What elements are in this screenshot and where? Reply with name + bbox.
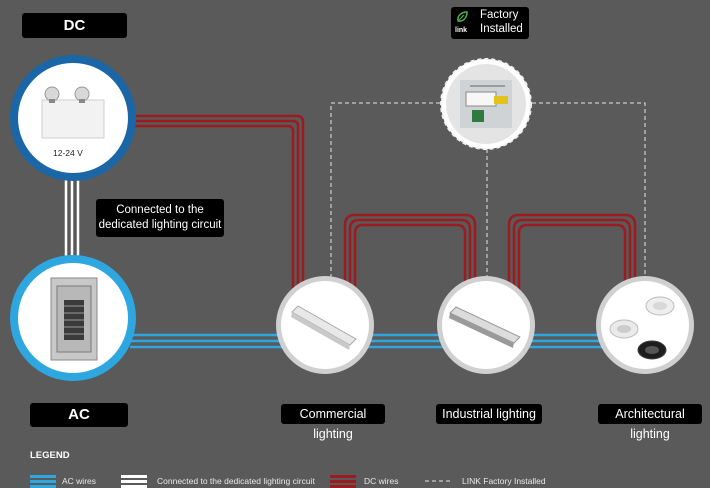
dc-label: DC xyxy=(22,13,127,38)
factory-label-line2: Installed xyxy=(480,23,523,35)
architectural-fixture xyxy=(596,276,694,374)
industrial-fixture xyxy=(437,276,535,374)
ac-wires xyxy=(130,333,620,349)
dedicated-circuit-wires xyxy=(64,180,80,262)
downlight-icon xyxy=(609,296,675,360)
link-dashed-connections xyxy=(330,102,646,290)
legend-dedicated-label: Connected to the dedicated lighting circ… xyxy=(157,476,315,486)
voltage-label: 12-24 V xyxy=(53,148,83,158)
architectural-lighting-label: Architectural lighting xyxy=(598,404,702,441)
industrial-fixture-icon xyxy=(449,306,521,348)
factory-label-line1: Factory xyxy=(480,9,519,21)
driver-module-icon xyxy=(460,80,512,128)
legend-dc-label: DC wires xyxy=(364,476,399,486)
industrial-lighting-label: Industrial lighting xyxy=(436,404,542,424)
link-leaf-icon xyxy=(457,11,468,22)
factory-driver-module xyxy=(440,58,532,150)
linear-fixture-icon xyxy=(291,305,357,350)
commercial-fixture xyxy=(276,276,374,374)
legend-dc-swatch xyxy=(330,475,356,478)
legend-title: LEGEND xyxy=(30,450,70,461)
link-logo-text: link xyxy=(455,27,468,34)
callout-line1: Connected to the xyxy=(116,204,204,216)
legend-link-label: LINK Factory Installed xyxy=(462,476,546,486)
dc-emergency-unit xyxy=(10,55,136,181)
emergency-light-icon xyxy=(41,86,105,139)
dedicated-circuit-callout: Connected to the dedicated lighting circ… xyxy=(96,199,224,237)
commercial-lighting-label: Commercial lighting xyxy=(281,404,385,441)
ac-label: AC xyxy=(30,403,128,427)
legend-swatches xyxy=(30,475,452,488)
factory-installed-badge: link Factory Installed xyxy=(451,7,529,39)
electrical-panel-icon xyxy=(50,277,98,361)
ac-electrical-panel xyxy=(10,255,136,381)
legend-ac-swatch xyxy=(30,475,56,478)
dc-wires xyxy=(135,114,637,290)
callout-line2: dedicated lighting circuit xyxy=(98,219,222,231)
legend-dedicated-swatch xyxy=(121,475,147,478)
legend-ac-label: AC wires xyxy=(62,476,97,486)
